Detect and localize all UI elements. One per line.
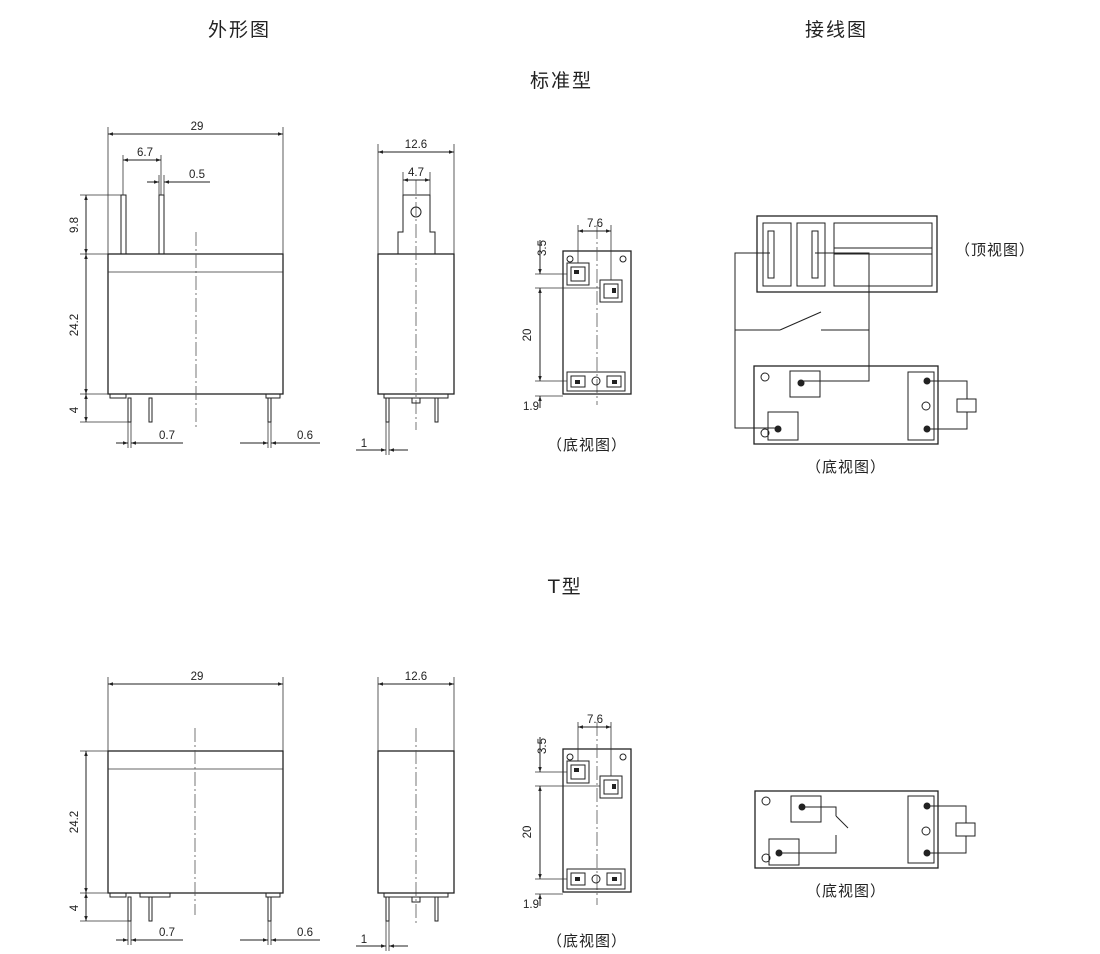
base-foot [109,393,127,399]
standard-bottom-view: 7.6 3.5 20 1.9 （底视图） [522,218,632,454]
dim-pin-width-a: 0.7 [159,430,175,442]
dim-front-width: 29 [191,121,204,133]
dim-bottom-spacing: 7.6 [587,218,603,230]
dim-pin-width-b: 0.6 [297,927,313,939]
dim-pin-width-a: 0.7 [159,927,175,939]
bottom-view-caption: （底视图） [547,933,627,950]
top-view-caption: （顶视图） [955,242,1035,259]
coil-symbol [956,398,977,413]
pin [411,397,421,404]
dim-side-width: 12.6 [405,671,427,683]
dim-tab-width: 4.7 [408,167,424,179]
dim-bottom-margin: 1.9 [523,899,539,911]
dim-bottom-spacing: 7.6 [587,714,603,726]
pin [411,896,421,903]
wiring-bottom-outline [753,365,939,445]
coil-wire [927,380,968,399]
coil-pad-group [907,795,935,864]
wiring-header: 接线图 [805,19,869,41]
base-foot [265,393,281,399]
pad [599,775,623,799]
wire [734,252,778,429]
switch-contact [835,815,849,829]
wire [801,252,870,382]
bottom-view-caption: （底视图） [547,437,627,454]
pin [434,397,439,423]
pin [148,397,153,423]
dim-bottom-offset: 3.5 [537,738,549,754]
coil-wire [927,805,967,823]
quick-connect-tab [397,194,436,254]
terminal-tab [120,194,127,255]
t-bottom-view: 7.6 3.5 20 1.9 （底视图） [522,714,632,950]
pin [127,397,132,423]
pad [790,795,822,823]
standard-side-view: 12.6 4.7 1 [356,139,455,455]
dim-body-height: 24.2 [69,811,81,833]
pin [267,896,272,922]
t-wiring-diagram: （底视图） [754,790,976,900]
dim-body-height: 24.2 [69,314,81,336]
pad-row [566,371,626,392]
outline-header: 外形图 [208,19,272,41]
pin [385,896,390,922]
wire [802,806,837,816]
t-type-header: T型 [548,576,583,598]
dim-front-width: 29 [191,671,204,683]
t-side-view: 12.6 1 [356,671,455,951]
wire [779,835,837,854]
terminal-slot [767,230,775,279]
pad [599,279,623,303]
pin [267,397,272,423]
pin [434,896,439,922]
dim-terminal-height: 9.8 [69,217,81,233]
dim-pin-length: 4 [69,406,81,413]
dim-bottom-pitch: 20 [522,826,534,839]
pin [385,397,390,423]
dim-bottom-margin: 1.9 [523,401,539,413]
wiring-bottom-outline [754,790,939,869]
dim-side-width: 12.6 [405,139,427,151]
wiring-bottom-caption: （底视图） [806,883,886,900]
terminal-tab [158,194,165,255]
standard-front-view: 29 6.7 0.5 9.8 24.2 4 [69,121,320,448]
tab-hole [410,206,422,218]
pad [767,411,799,441]
pad [789,370,821,398]
pin [148,896,153,922]
dim-bottom-offset: 3.5 [537,240,549,256]
relay-body [107,253,284,395]
dim-side-pin: 1 [361,438,367,450]
pad [768,838,800,866]
standard-wiring-diagram: （顶视图） （底视图） [734,215,1035,476]
terminal-slot [811,230,819,279]
pin [127,896,132,922]
coil-symbol [955,822,976,837]
top-view-outline [756,215,938,293]
switch-contact [779,311,822,331]
dim-pin-length: 4 [69,904,81,911]
standard-type-header: 标准型 [530,70,594,92]
dim-pin-thickness: 0.5 [189,169,205,181]
wiring-bottom-caption: （底视图） [806,459,886,476]
dim-side-pin: 1 [361,934,367,946]
dim-pin-spacing: 6.7 [137,147,153,159]
relay-body [107,750,284,894]
dim-bottom-pitch: 20 [522,329,534,342]
t-front-view: 29 24.2 4 0.7 0.6 [69,671,320,945]
dim-pin-width-b: 0.6 [297,430,313,442]
coil-pad-group [907,371,935,441]
